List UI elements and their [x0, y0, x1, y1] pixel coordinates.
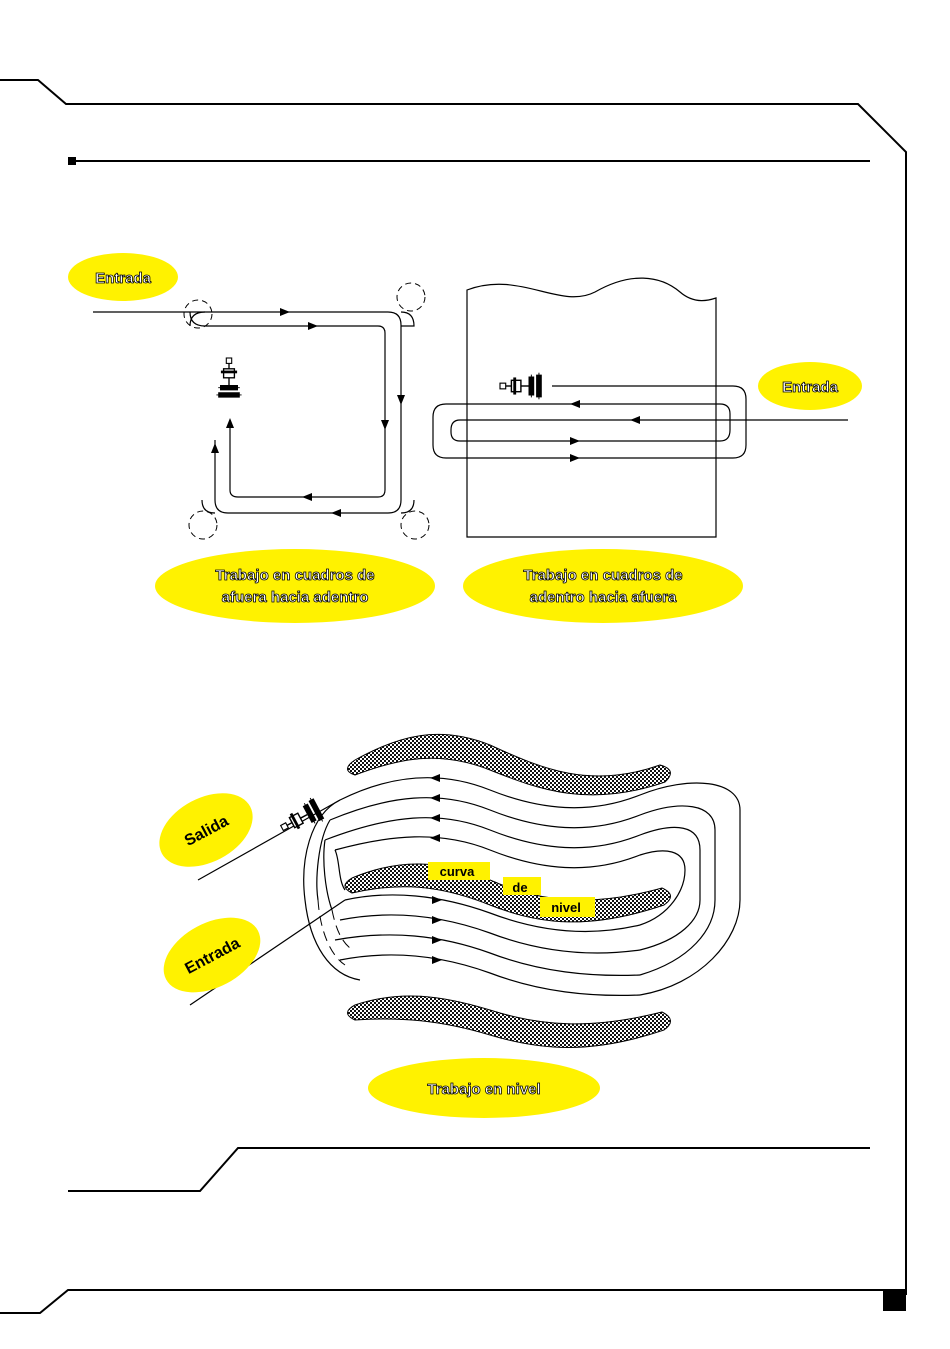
contour-word-nivel: nivel: [551, 900, 581, 915]
contour-word-curva: curva: [440, 864, 475, 879]
entry-label: Entrada: [782, 379, 839, 396]
caption-bubble: [463, 549, 743, 623]
caption-line-2: afuera hacia adentro: [222, 589, 369, 606]
terrace-band-top: [348, 734, 671, 795]
tractor-with-implement-icon: [216, 358, 241, 398]
caption-line-1: Trabajo en cuadros de: [215, 567, 374, 584]
caption-line-1: Trabajo en cuadros de: [523, 567, 682, 584]
tractor-with-implement-icon: [276, 797, 325, 840]
contour-word-de: de: [512, 880, 527, 895]
tractor-with-implement-icon: [500, 373, 542, 400]
caption-line-2: adentro hacia afuera: [530, 589, 677, 606]
caption: Trabajo en nivel: [427, 1081, 540, 1098]
terrace-band-bottom: [348, 996, 671, 1048]
square-bullet-icon: [68, 157, 76, 165]
contour-pattern-diagram: curva de nivel: [147, 734, 740, 1118]
square-pattern-diagram: Entrada Trabajo en cuadros de afuera hac…: [68, 253, 435, 623]
caption-bubble: [155, 549, 435, 623]
rectangle-pattern-diagram: Entrada Trabajo en cuadros de adentro ha…: [433, 278, 862, 623]
entry-label: Entrada: [95, 270, 152, 287]
page-corner-marker: [883, 1289, 906, 1311]
field-outline: [467, 278, 716, 537]
